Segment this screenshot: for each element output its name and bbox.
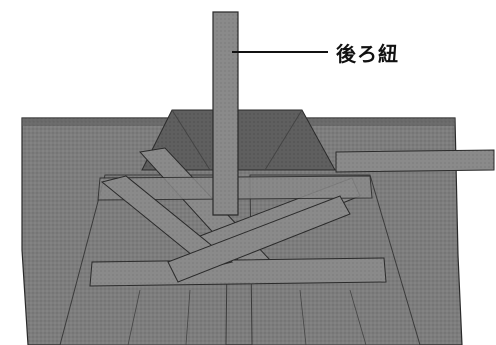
cross-strap-diagonal	[100, 175, 234, 269]
horizontal-strap-lower	[89, 257, 387, 287]
cross-strap-diagonal-2	[167, 195, 351, 283]
back-strap-label: 後ろ紐	[336, 42, 399, 66]
right-strap-end	[335, 149, 495, 173]
back-strap	[212, 11, 239, 216]
